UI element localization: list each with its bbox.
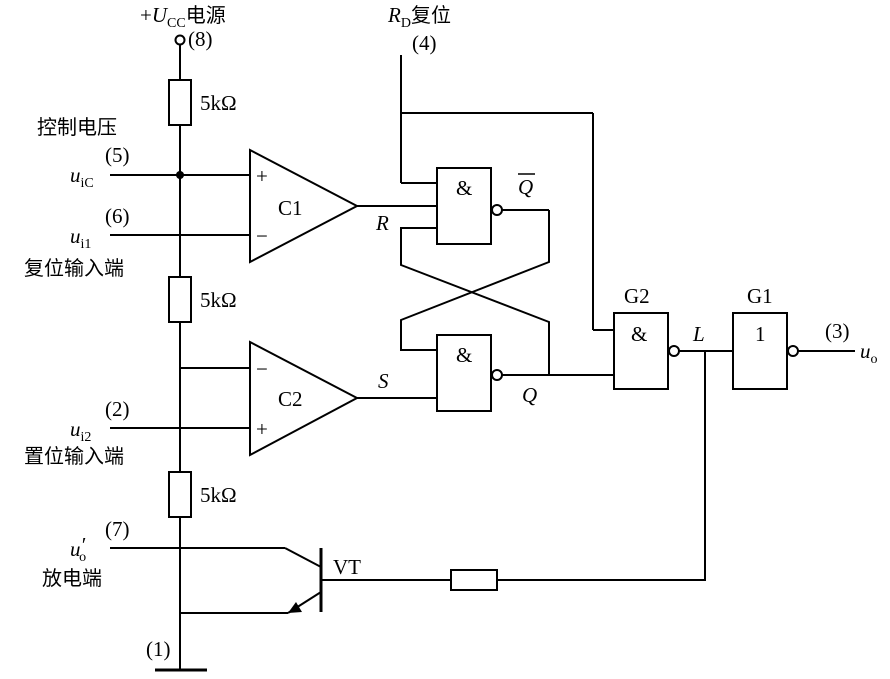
ground-pin: (1) xyxy=(146,637,171,661)
comparator-c1: + − C1 xyxy=(249,148,360,264)
inverter-bubble xyxy=(787,345,799,357)
supply-label: +UCC电源 xyxy=(140,3,226,31)
supply-terminal xyxy=(174,34,186,46)
discharge-wiring xyxy=(321,351,706,591)
input-wires xyxy=(110,174,288,614)
reset-wiring xyxy=(400,55,614,331)
comparator-c2: − + C2 xyxy=(249,340,360,457)
output-pin: (3) xyxy=(825,319,850,343)
svg-text:&: & xyxy=(456,343,472,367)
supply-pin: (8) xyxy=(188,27,213,51)
emitter-arrow xyxy=(288,602,302,613)
reset-pin: (4) xyxy=(412,31,437,55)
svg-text:&: & xyxy=(456,176,472,200)
base-resistor xyxy=(450,569,498,591)
resistor-r3 xyxy=(168,471,192,518)
c2-plus: + xyxy=(256,417,268,441)
control-pin: (5) xyxy=(105,143,130,167)
c1-minus: − xyxy=(256,224,268,248)
svg-text:&: & xyxy=(631,322,647,346)
c2-minus: − xyxy=(256,357,268,381)
control-label: 控制电压 xyxy=(37,115,117,139)
signal-s: S xyxy=(378,369,389,393)
signal-q: Q xyxy=(522,383,537,407)
reset-label: RD复位 xyxy=(387,3,451,31)
inverter-bubble xyxy=(668,345,680,357)
transistor-vt: VT xyxy=(284,547,361,614)
nand-gate-top: & xyxy=(436,167,503,245)
input1-label: 复位输入端 xyxy=(24,256,124,280)
gate-g2: G2 & xyxy=(613,284,680,390)
input2-pin: (2) xyxy=(105,397,130,421)
signal-l: L xyxy=(692,322,705,346)
latch-cross-coupling xyxy=(400,209,614,376)
signal-qbar: Q xyxy=(518,175,533,199)
input2-symbol: ui2 xyxy=(70,417,91,445)
discharge-symbol: u′o xyxy=(70,533,86,565)
resistor-r2-label: 5kΩ xyxy=(200,288,237,312)
signal-r: R xyxy=(375,211,389,235)
input1-pin: (6) xyxy=(105,204,130,228)
c2-label: C2 xyxy=(278,387,303,411)
resistor-r1 xyxy=(168,79,192,126)
c1-plus: + xyxy=(256,164,268,188)
resistor-r3-label: 5kΩ xyxy=(200,483,237,507)
c1-label: C1 xyxy=(278,196,303,220)
input1-symbol: ui1 xyxy=(70,224,91,252)
svg-text:G2: G2 xyxy=(624,284,650,308)
gate-g1: G1 1 xyxy=(732,284,799,390)
resistor-r1-label: 5kΩ xyxy=(200,91,237,115)
input2-label: 置位输入端 xyxy=(24,444,124,468)
svg-text:VT: VT xyxy=(333,555,361,579)
resistor-divider xyxy=(155,34,207,672)
inverter-bubble xyxy=(491,204,503,216)
discharge-label: 放电端 xyxy=(42,566,102,590)
inverter-bubble xyxy=(491,369,503,381)
resistor-r2 xyxy=(168,276,192,323)
control-symbol: uiC xyxy=(70,163,94,191)
output-symbol: uo xyxy=(860,339,878,367)
discharge-pin: (7) xyxy=(105,517,130,541)
nand-gate-bottom: & xyxy=(436,334,503,412)
svg-text:1: 1 xyxy=(755,322,766,346)
svg-text:G1: G1 xyxy=(747,284,773,308)
